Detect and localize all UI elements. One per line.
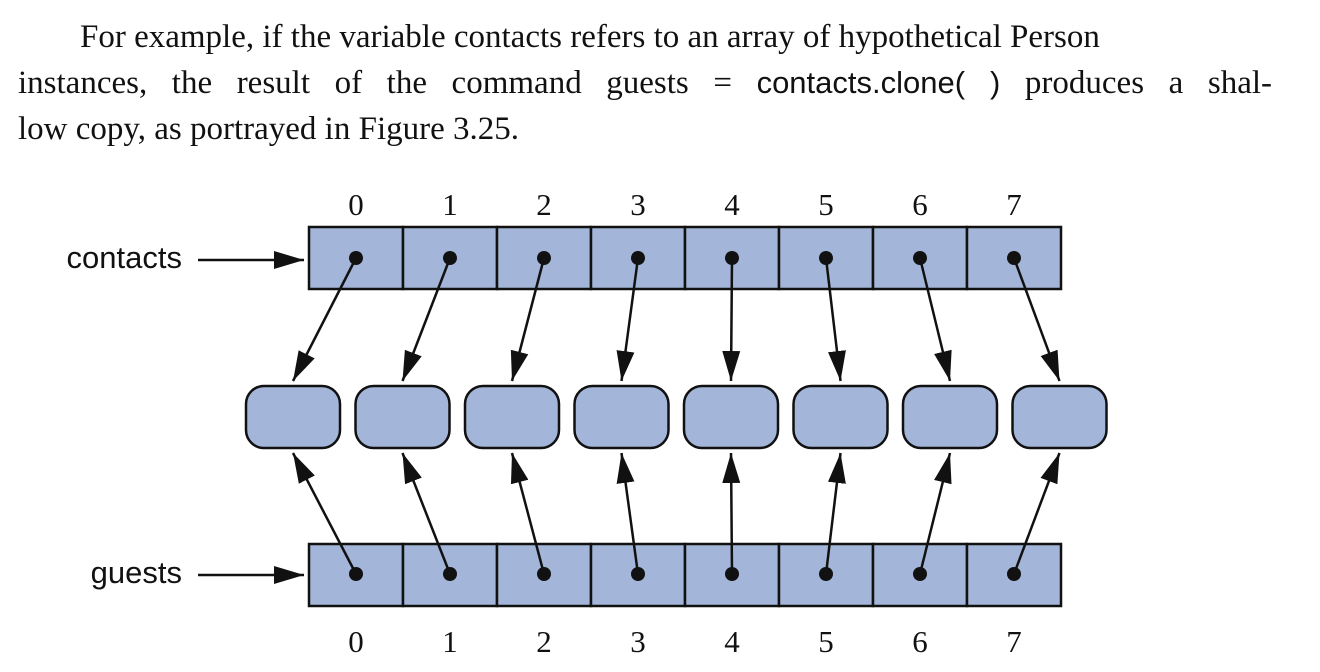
contacts-reference-arrow: [918, 257, 952, 382]
guests-index-label: 1: [442, 624, 458, 659]
guests-label: guests: [91, 555, 182, 590]
guests-reference-dot: [631, 567, 645, 581]
body-paragraph: For example, if the variable contacts re…: [18, 14, 1272, 152]
contacts-index-label: 7: [1006, 187, 1022, 222]
contacts-reference-dot: [725, 251, 739, 265]
contacts-reference-arrow: [722, 257, 741, 382]
guests-index-label: 4: [724, 624, 740, 659]
contacts-reference-dot: [1007, 251, 1021, 265]
contacts-index-label: 4: [724, 187, 740, 222]
contacts-reference-arrow: [824, 257, 846, 382]
clone-command: contacts.clone( ): [756, 65, 1001, 100]
contacts-reference-dot: [631, 251, 645, 265]
guests-index-label: 2: [536, 624, 552, 659]
guests-reference-dot: [913, 567, 927, 581]
contacts-reference-dot: [349, 251, 363, 265]
person-objects: [244, 384, 1108, 450]
person-object: [682, 384, 780, 450]
guests-reference-arrow: [616, 452, 640, 575]
contacts-index-label: 6: [912, 187, 928, 222]
person-object: [354, 384, 451, 450]
line-2-text: instances, the result of the command gue…: [18, 65, 689, 101]
guests-index-label: 5: [818, 624, 834, 659]
person-object: [244, 384, 342, 450]
paragraph-line-2: instances, the result of the command gue…: [18, 60, 1272, 106]
guests-reference-dot: [1007, 567, 1021, 581]
contacts-index-label: 0: [348, 187, 364, 222]
person-object: [463, 384, 561, 450]
guests-reference-dot: [819, 567, 833, 581]
guests-reference-arrow: [291, 452, 358, 575]
guests-reference-arrow: [401, 452, 452, 575]
guests-reference-dot: [443, 567, 457, 581]
contacts-index-label: 3: [630, 187, 646, 222]
guests-array: [307, 542, 1063, 608]
contacts-label: contacts: [67, 240, 182, 275]
guests-index-label: 0: [348, 624, 364, 659]
contacts-index-label: 2: [536, 187, 552, 222]
guests-reference-dot: [349, 567, 363, 581]
guests-reference-arrow: [722, 452, 741, 575]
paragraph-line-3: low copy, as portrayed in Figure 3.25.: [18, 111, 520, 147]
contacts-reference-arrow: [510, 257, 546, 382]
paragraph-line-1: For example, if the variable contacts re…: [80, 19, 1100, 55]
contacts-reference-arrow: [616, 257, 640, 382]
guests-reference-dot: [725, 567, 739, 581]
guests-index-label: 6: [912, 624, 928, 659]
guests-index-label: 3: [630, 624, 646, 659]
contacts-reference-arrow: [1012, 257, 1061, 382]
equals-sign: =: [688, 65, 757, 101]
contacts-reference-arrow: [401, 257, 452, 382]
guests-reference-dot: [537, 567, 551, 581]
contacts-array: [307, 225, 1063, 291]
contacts-index-label: 5: [818, 187, 834, 222]
contacts-reference-dot: [913, 251, 927, 265]
contacts-reference-dot: [537, 251, 551, 265]
contacts-reference-arrow: [291, 257, 358, 382]
reference-arrows: [291, 251, 1061, 581]
contacts-reference-dot: [819, 251, 833, 265]
guests-reference-arrow: [510, 452, 546, 575]
contacts-reference-dot: [443, 251, 457, 265]
person-object: [573, 384, 670, 450]
person-object: [901, 384, 999, 450]
guests-reference-arrow: [918, 452, 952, 575]
contacts-index-label: 1: [442, 187, 458, 222]
guests-index-labels: 0 1 2 3 4 5 6 7: [348, 624, 1022, 659]
guests-reference-arrow: [824, 452, 846, 575]
person-object: [792, 384, 889, 450]
guests-reference-arrow: [1012, 452, 1061, 575]
person-object: [1011, 384, 1108, 450]
guests-index-label: 7: [1006, 624, 1022, 659]
contacts-index-labels: 0 1 2 3 4 5 6 7: [348, 187, 1022, 222]
line-2-tail: produces a shal-: [1000, 65, 1272, 101]
